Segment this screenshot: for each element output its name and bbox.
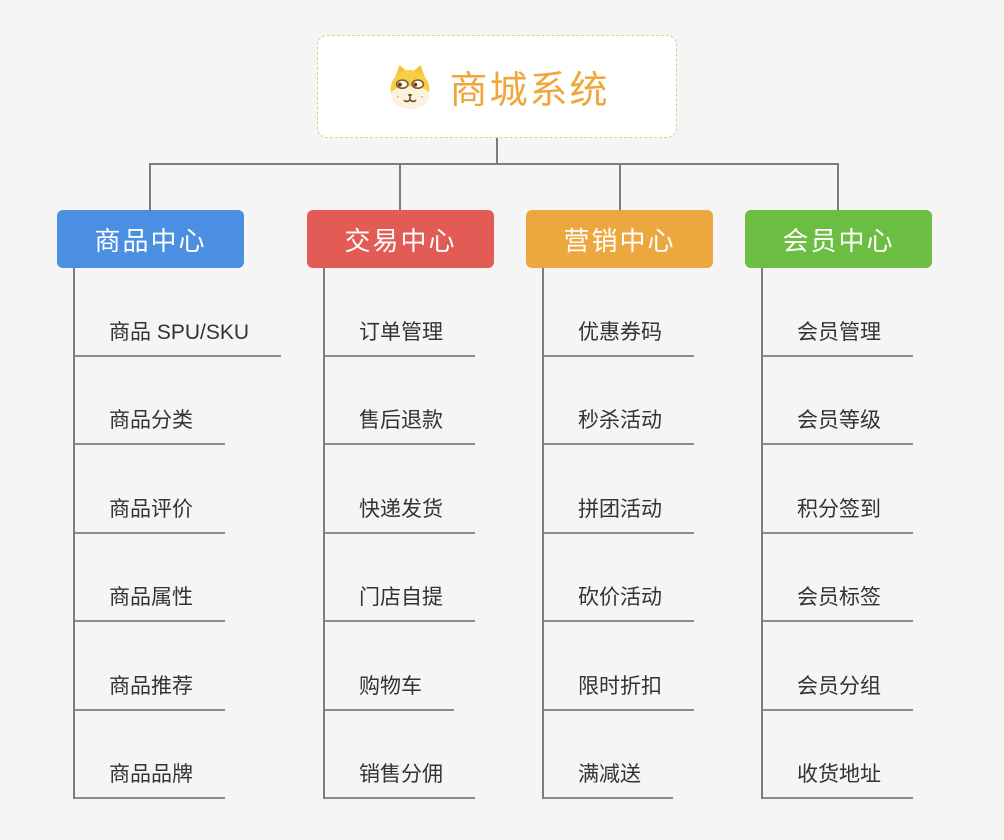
child-topic[interactable]: 收货地址 (763, 758, 913, 799)
child-topic[interactable]: 秒杀活动 (544, 404, 694, 445)
child-topic[interactable]: 积分签到 (763, 493, 913, 534)
child-topic[interactable]: 购物车 (325, 670, 454, 711)
child-topic[interactable]: 商品推荐 (75, 670, 225, 711)
connector-drop-4 (837, 163, 839, 210)
child-row: 收货地址 (763, 711, 985, 799)
branch-children: 商品 SPU/SKU 商品分类 商品评价 商品属性 商品推荐 商品品牌 (73, 268, 297, 799)
branch-children: 会员管理 会员等级 积分签到 会员标签 会员分组 收货地址 (761, 268, 985, 799)
child-topic[interactable]: 商品评价 (75, 493, 225, 534)
connector-drop-1 (149, 163, 151, 210)
branch-head-marketing-center[interactable]: 营销中心 (526, 210, 713, 268)
child-topic[interactable]: 会员标签 (763, 581, 913, 622)
child-topic[interactable]: 快递发货 (325, 493, 475, 534)
child-row: 门店自提 (325, 534, 547, 622)
child-topic[interactable]: 售后退款 (325, 404, 475, 445)
child-topic[interactable]: 商品品牌 (75, 758, 225, 799)
child-topic[interactable]: 会员分组 (763, 670, 913, 711)
connector-drop-3 (619, 163, 621, 210)
child-row: 满减送 (544, 711, 766, 799)
child-row: 订单管理 (325, 268, 547, 357)
branch-head-member-center[interactable]: 会员中心 (745, 210, 932, 268)
child-row: 商品分类 (75, 357, 297, 445)
child-topic[interactable]: 拼团活动 (544, 493, 694, 534)
branch-product-center: 商品中心 商品 SPU/SKU 商品分类 商品评价 商品属性 商品推荐 商品品牌 (57, 210, 297, 799)
child-row: 商品属性 (75, 534, 297, 622)
child-topic[interactable]: 订单管理 (325, 316, 475, 357)
child-topic[interactable]: 会员管理 (763, 316, 913, 357)
child-row: 销售分佣 (325, 711, 547, 799)
child-topic[interactable]: 会员等级 (763, 404, 913, 445)
connector-horizontal (149, 163, 839, 165)
root-title: 商城系统 (449, 70, 610, 112)
child-row: 积分签到 (763, 445, 985, 534)
child-row: 商品推荐 (75, 622, 297, 711)
branch-marketing-center: 营销中心 优惠券码 秒杀活动 拼团活动 砍价活动 限时折扣 满减送 (526, 210, 766, 799)
branch-trade-center: 交易中心 订单管理 售后退款 快递发货 门店自提 购物车 销售分佣 (307, 210, 547, 799)
child-topic[interactable]: 商品属性 (75, 581, 225, 622)
connector-drop-2 (399, 163, 401, 210)
child-topic[interactable]: 商品 SPU/SKU (75, 316, 282, 357)
child-topic[interactable]: 门店自提 (325, 581, 475, 622)
child-row: 会员标签 (763, 534, 985, 622)
child-row: 限时折扣 (544, 622, 766, 711)
child-row: 商品品牌 (75, 711, 297, 799)
child-topic[interactable]: 砍价活动 (544, 581, 694, 622)
child-row: 快递发货 (325, 445, 547, 534)
branch-children: 优惠券码 秒杀活动 拼团活动 砍价活动 限时折扣 满减送 (542, 268, 766, 799)
connector-root-stem (496, 138, 498, 163)
child-row: 优惠券码 (544, 268, 766, 357)
child-row: 商品 SPU/SKU (75, 268, 297, 357)
child-row: 商品评价 (75, 445, 297, 534)
child-topic[interactable]: 满减送 (544, 758, 673, 799)
child-row: 拼团活动 (544, 445, 766, 534)
root-node[interactable]: 商城系统 (317, 35, 677, 138)
child-topic[interactable]: 限时折扣 (544, 670, 694, 711)
branch-member-center: 会员中心 会员管理 会员等级 积分签到 会员标签 会员分组 收货地址 (745, 210, 985, 799)
child-topic[interactable]: 优惠券码 (544, 316, 694, 357)
branch-head-product-center[interactable]: 商品中心 (57, 210, 244, 268)
branch-children: 订单管理 售后退款 快递发货 门店自提 购物车 销售分佣 (323, 268, 547, 799)
child-row: 会员分组 (763, 622, 985, 711)
dog-face-icon (384, 61, 436, 113)
child-row: 砍价活动 (544, 534, 766, 622)
child-topic[interactable]: 销售分佣 (325, 758, 475, 799)
child-row: 会员等级 (763, 357, 985, 445)
branch-head-trade-center[interactable]: 交易中心 (307, 210, 494, 268)
child-row: 会员管理 (763, 268, 985, 357)
child-row: 秒杀活动 (544, 357, 766, 445)
child-row: 售后退款 (325, 357, 547, 445)
child-row: 购物车 (325, 622, 547, 711)
child-topic[interactable]: 商品分类 (75, 404, 225, 445)
